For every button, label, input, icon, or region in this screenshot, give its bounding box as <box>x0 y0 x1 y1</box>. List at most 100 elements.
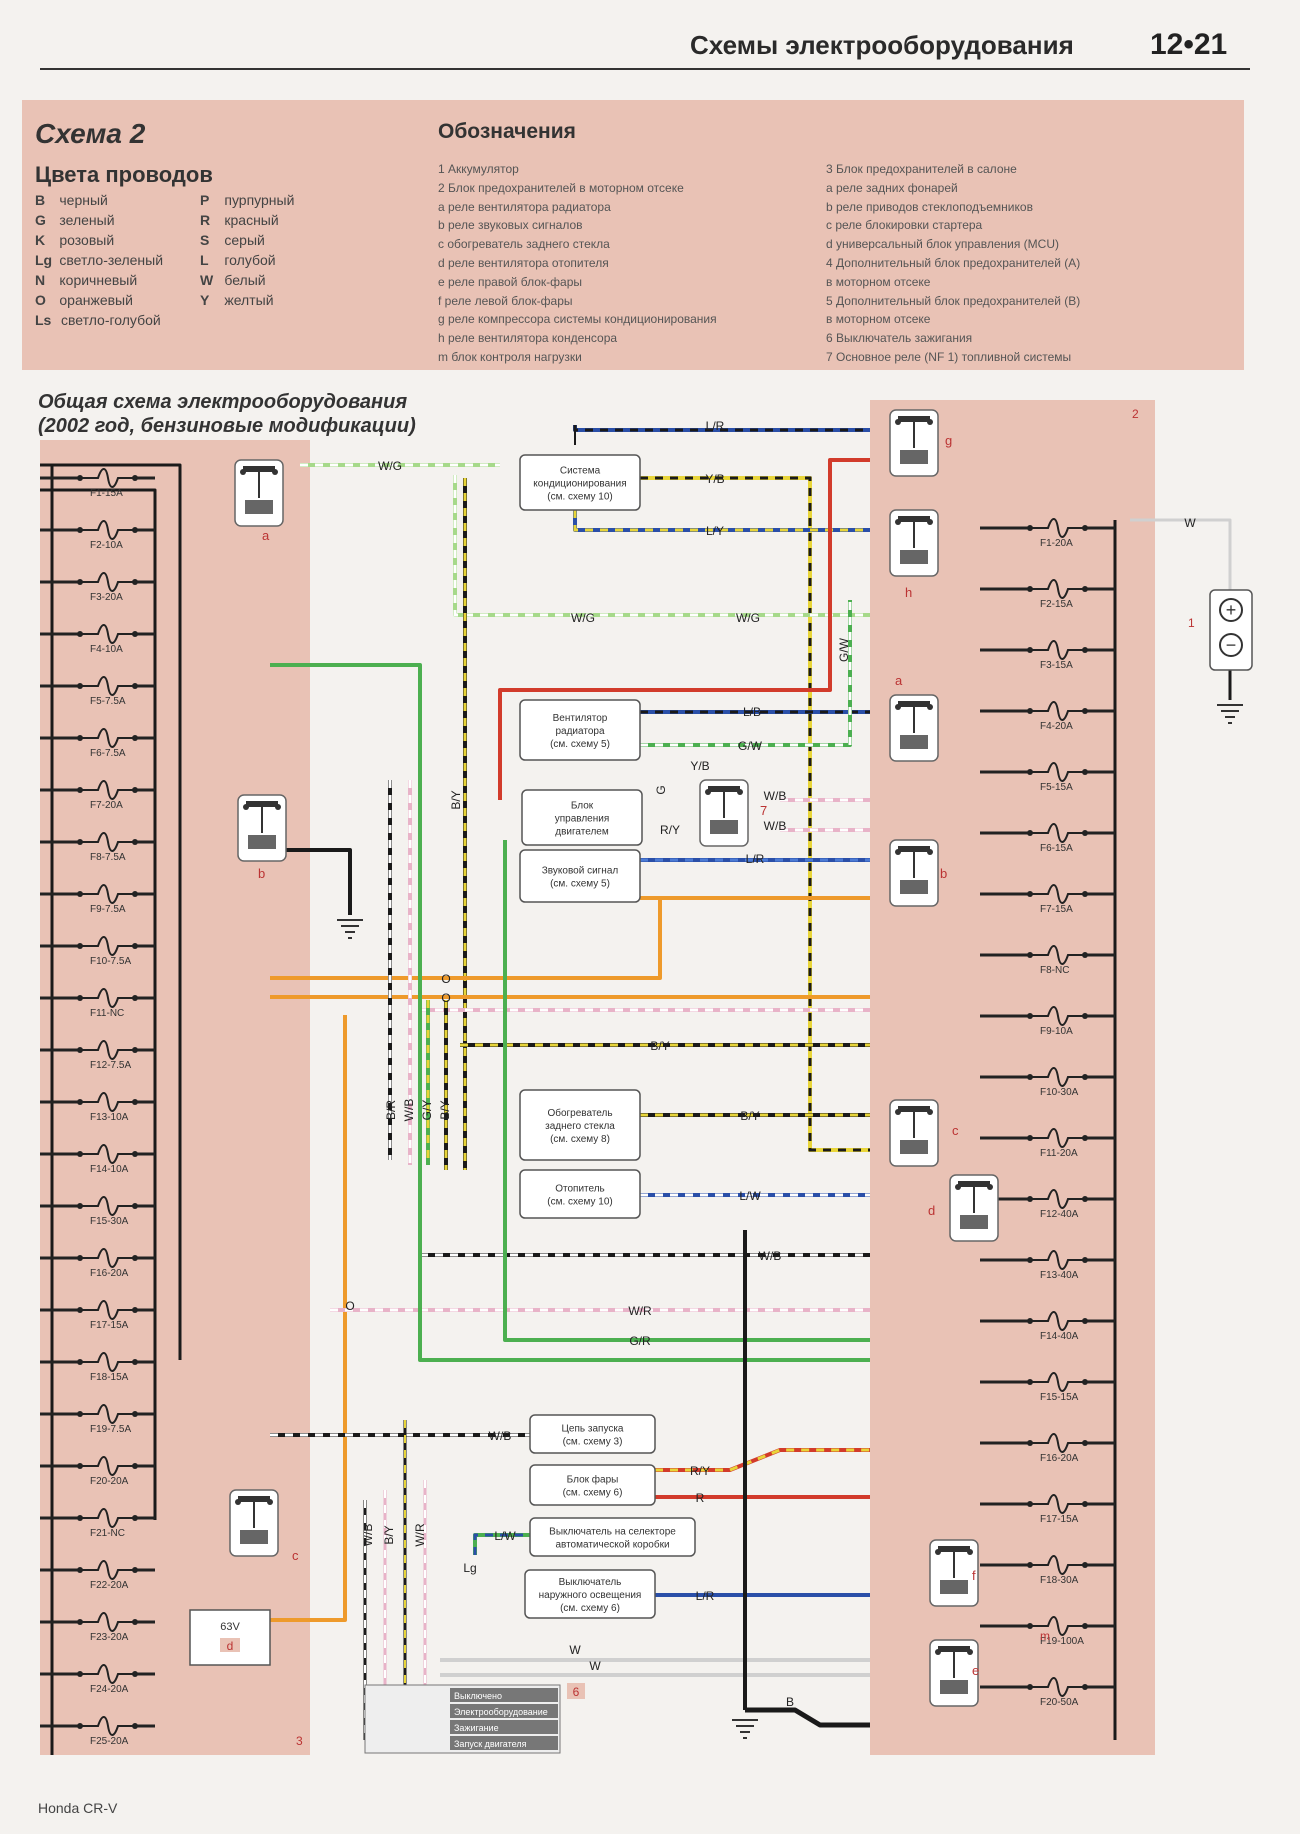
relay-e: e <box>929 1639 979 1707</box>
wire-color-row: Ls светло-голубой <box>35 312 365 332</box>
fuse-label: F18-30A <box>1040 1575 1079 1586</box>
designation-item: d реле вентилятора отопителя <box>438 255 609 270</box>
relay-b: b <box>889 839 947 907</box>
fuse-label: F18-15A <box>90 1372 129 1383</box>
fuse-icon <box>1030 579 1085 599</box>
relay-coil <box>960 1215 988 1229</box>
component-box-text: (см. схему 3) <box>563 1437 623 1448</box>
designation-item: 6 Выключатель зажигания <box>826 331 973 346</box>
component-box-text: (см. схему 5) <box>550 739 610 750</box>
fuse-icon <box>80 624 135 644</box>
component-box-text: (см. схему 5) <box>550 879 610 890</box>
relay-coil <box>900 450 928 464</box>
relay-h: h <box>889 509 939 600</box>
fuse-label: F11-20A <box>1040 1148 1078 1159</box>
mcu-unit <box>189 1609 271 1666</box>
wire-color-code: S <box>200 232 210 248</box>
diagram-title-line-1: Общая схема электрооборудования <box>38 391 408 413</box>
fuse-label: F20-20A <box>90 1476 129 1487</box>
wire <box>745 1707 870 1728</box>
component-box-text: (см. схему 6) <box>560 1603 620 1614</box>
wire-color-name: розовый <box>59 232 115 248</box>
fuse-label: F4-20A <box>1040 721 1073 732</box>
fuse-label: F11-NC <box>90 1008 124 1019</box>
fuse-label: F3-20A <box>90 592 123 603</box>
fuse-label: F9-10A <box>1040 1026 1073 1037</box>
fuse-icon <box>80 884 135 904</box>
diagram-title: Общая схема электрооборудования (2002 го… <box>38 390 416 438</box>
wire-label: R/Y <box>660 823 680 837</box>
fuse-icon <box>1030 1616 1085 1636</box>
relay-contact <box>238 1496 270 1502</box>
wire-colors-title: Цвета проводов <box>35 162 213 187</box>
fuse-label: F17-15A <box>1040 1514 1079 1525</box>
wire <box>498 458 870 800</box>
wire-label: R <box>696 1491 705 1505</box>
wire-label: W/G <box>378 459 402 473</box>
ignition-row-label: Зажигание <box>454 1723 499 1733</box>
component-box-text: Блок фары <box>567 1474 619 1486</box>
fuse-label: F8-NC <box>1040 965 1069 976</box>
component-box-text: управления <box>555 814 610 825</box>
wire-color-name: светло-голубой <box>61 312 161 328</box>
wire-color-code: Y <box>200 292 210 308</box>
fuse-label: F15-30A <box>90 1216 129 1227</box>
fuse-icon <box>80 572 135 592</box>
fuse-label: F5-7.5A <box>90 696 126 707</box>
relay-contact <box>898 416 930 422</box>
fuse-label: F9-7.5A <box>90 904 126 915</box>
left-box-label: 3 <box>296 1734 303 1748</box>
ignition-row <box>450 1720 558 1734</box>
fuse-icon <box>80 1352 135 1372</box>
fuse-icon <box>80 1456 135 1476</box>
component-box-start: Цепь запуска(см. схему 3) <box>529 1414 656 1454</box>
fuse-icon <box>80 1560 135 1580</box>
designation-item: c реле блокировки стартера <box>826 218 983 233</box>
wire-color-code: O <box>35 292 46 308</box>
wire-label: Y/B <box>690 759 709 773</box>
ground-symbol-battery <box>1217 704 1243 724</box>
relay-c: c <box>229 1489 299 1563</box>
wire-stripe <box>573 510 870 532</box>
wire-label: W/G <box>571 611 595 625</box>
relay-label: h <box>905 585 912 600</box>
fuse-label: F24-20A <box>90 1684 129 1695</box>
component-box-text: Блок <box>571 801 594 812</box>
wire <box>1130 518 1232 600</box>
component-box-heater: Отопитель(см. схему 10) <box>519 1169 641 1219</box>
fuse-icon <box>1030 762 1085 782</box>
wire <box>40 488 157 1520</box>
footer-model: Honda CR-V <box>38 1800 118 1816</box>
wire <box>270 848 352 915</box>
fuse-label: F17-15A <box>90 1320 129 1331</box>
wire-label: W/B <box>764 819 787 833</box>
designations-title: Обозначения <box>438 120 576 143</box>
fuse-label: F13-40A <box>1040 1270 1079 1281</box>
wire-color-code: Ls <box>35 312 52 328</box>
fuse-label: F20-50A <box>1040 1697 1079 1708</box>
component-box-text: автоматической коробки <box>555 1539 669 1551</box>
battery-label: 1 <box>1188 616 1195 630</box>
designation-item: 1 Аккумулятор <box>438 162 519 176</box>
ignition-row <box>450 1688 558 1702</box>
designation-item: g реле компрессора системы кондициониров… <box>438 312 717 327</box>
wire-label: W/R <box>413 1523 427 1547</box>
fuse-icon <box>1030 1555 1085 1575</box>
fuse-icon <box>1030 823 1085 843</box>
wire-label: L/R <box>706 419 725 433</box>
relay-contact <box>898 846 930 852</box>
fuse-label: F23-20A <box>90 1632 129 1643</box>
fuse-icon <box>1030 1067 1085 1087</box>
relay-d: d <box>928 1174 999 1242</box>
wire-label: B/Y <box>740 1109 759 1123</box>
wire-stripe <box>655 1448 870 1472</box>
fuse-icon <box>1030 884 1085 904</box>
component-box-text: заднего стекла <box>545 1121 615 1132</box>
header-divider <box>40 68 1250 70</box>
relay-coil <box>710 820 738 834</box>
